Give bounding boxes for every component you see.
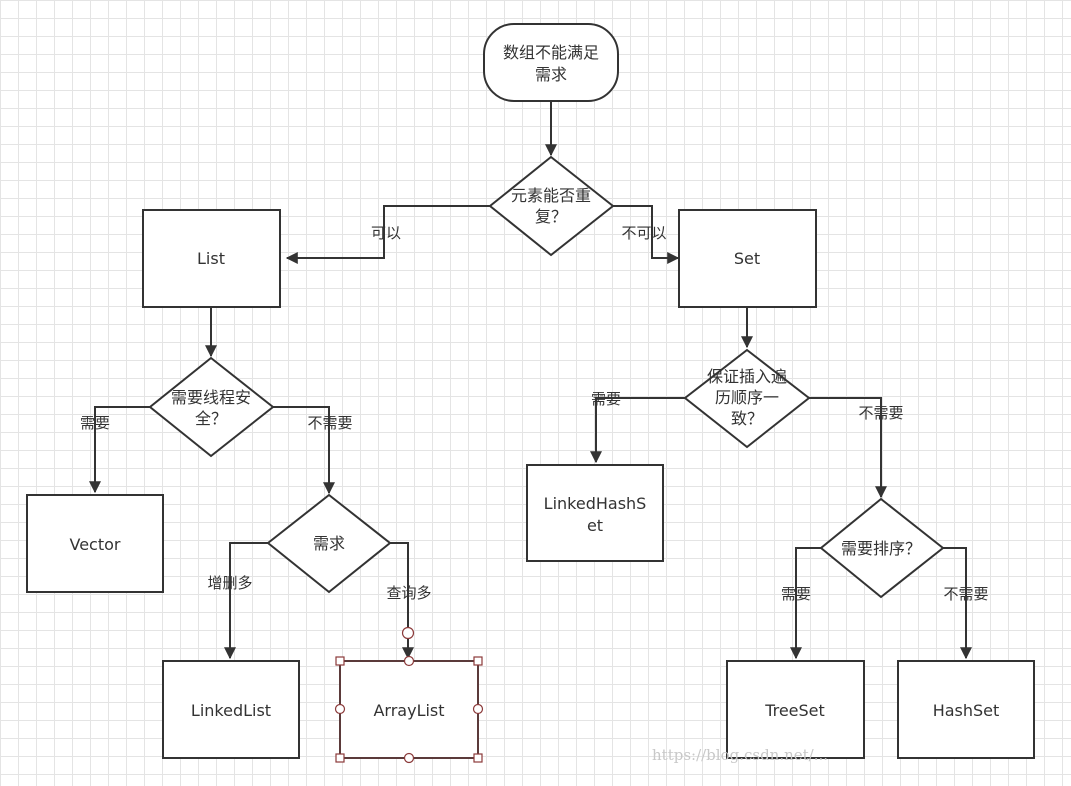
resize-handle-top-right[interactable] [473, 656, 483, 666]
node-linkedhashset-line-2: et [587, 516, 603, 535]
node-start-line-1: 数组不能满足 [503, 43, 599, 62]
decision-repeat[interactable]: 元素能否重 复？ [488, 155, 615, 257]
node-set[interactable]: Set [678, 209, 817, 308]
node-hashset[interactable]: HashSet [897, 660, 1035, 759]
node-hashset-label: HashSet [933, 701, 1000, 720]
edge-q-order-to-q-sort [809, 397, 887, 499]
decision-thread-safe-line-1: 需要线程安 [171, 388, 251, 407]
node-start[interactable]: 数组不能满足 需求 [483, 23, 619, 102]
edge-q-order-to-linkedhashset [590, 397, 685, 464]
node-set-label: Set [734, 249, 760, 268]
node-vector-label: Vector [70, 535, 121, 554]
edge-q-need-to-linkedlist [224, 542, 268, 660]
node-list-label: List [197, 249, 225, 268]
edge-label-order-need: 需要 [591, 390, 621, 408]
node-arraylist-selected[interactable]: ArrayList [334, 626, 484, 764]
decision-insert-order-line-1: 保证插入遍 [707, 367, 787, 386]
node-list[interactable]: List [142, 209, 281, 308]
edge-q-repeat-to-set [613, 205, 680, 264]
edge-q-thread-to-q-need [273, 406, 335, 495]
node-linkedlist[interactable]: LinkedList [162, 660, 300, 759]
edge-label-cannot: 不可以 [621, 224, 666, 242]
edge-labels: 可以 不可以 需要 不需要 增删多 查询多 需要 不需要 需要 不需要 [80, 224, 989, 603]
resize-handle-top-left[interactable] [335, 656, 345, 666]
watermark: https://blog.csdn.net/... [652, 746, 828, 764]
decision-need-label: 需求 [313, 534, 345, 553]
decision-repeat-line-2: 复？ [535, 207, 567, 226]
node-linkedlist-label: LinkedList [191, 701, 271, 720]
edge-label-query: 查询多 [386, 584, 431, 602]
edge-q-need-to-arraylist [390, 542, 414, 660]
node-vector[interactable]: Vector [26, 494, 164, 593]
decision-insert-order-line-2: 历顺序一 [715, 388, 779, 407]
edge-label-can: 可以 [371, 224, 401, 242]
decision-repeat-line-1: 元素能否重 [511, 186, 591, 205]
decision-sort-label: 需要排序？ [841, 539, 921, 558]
edge-q-sort-to-treeset [790, 547, 821, 660]
resize-handle-right[interactable] [472, 703, 484, 715]
edge-label-sort-need: 需要 [781, 585, 811, 603]
node-linkedhashset[interactable]: LinkedHashS et [526, 464, 664, 562]
decision-insert-order-line-3: 致？ [731, 409, 763, 428]
decision-thread-safe-line-2: 全？ [195, 409, 227, 428]
decision-thread-safe[interactable]: 需要线程安 全？ [148, 356, 275, 458]
node-start-line-2: 需求 [535, 65, 567, 84]
decision-need[interactable]: 需求 [266, 493, 392, 594]
edge-label-order-no-need: 不需要 [858, 404, 903, 422]
edges [89, 101, 972, 660]
edge-label-thread-no-need: 不需要 [307, 414, 352, 432]
node-linkedhashset-line-1: LinkedHashS [544, 494, 647, 513]
decision-sort[interactable]: 需要排序？ [819, 497, 945, 599]
node-treeset-label: TreeSet [764, 701, 825, 720]
decision-insert-order[interactable]: 保证插入遍 历顺序一 致？ [683, 348, 811, 449]
resize-handle-top[interactable] [403, 655, 415, 667]
edge-q-thread-to-vector [89, 406, 150, 494]
resize-handle-bottom-right[interactable] [473, 753, 483, 763]
edge-label-thread-need: 需要 [80, 414, 110, 432]
edge-label-sort-no-need: 不需要 [943, 585, 988, 603]
edge-q-sort-to-hashset [943, 547, 972, 660]
edge-q-repeat-to-list [285, 205, 490, 264]
resize-handle-bottom-left[interactable] [335, 753, 345, 763]
resize-handle-bottom[interactable] [403, 752, 415, 764]
edge-label-add-delete: 增删多 [207, 574, 252, 592]
connection-point-handle[interactable] [401, 626, 415, 640]
node-treeset[interactable]: TreeSet [726, 660, 865, 759]
resize-handle-left[interactable] [334, 703, 346, 715]
node-arraylist-label: ArrayList [373, 701, 444, 720]
